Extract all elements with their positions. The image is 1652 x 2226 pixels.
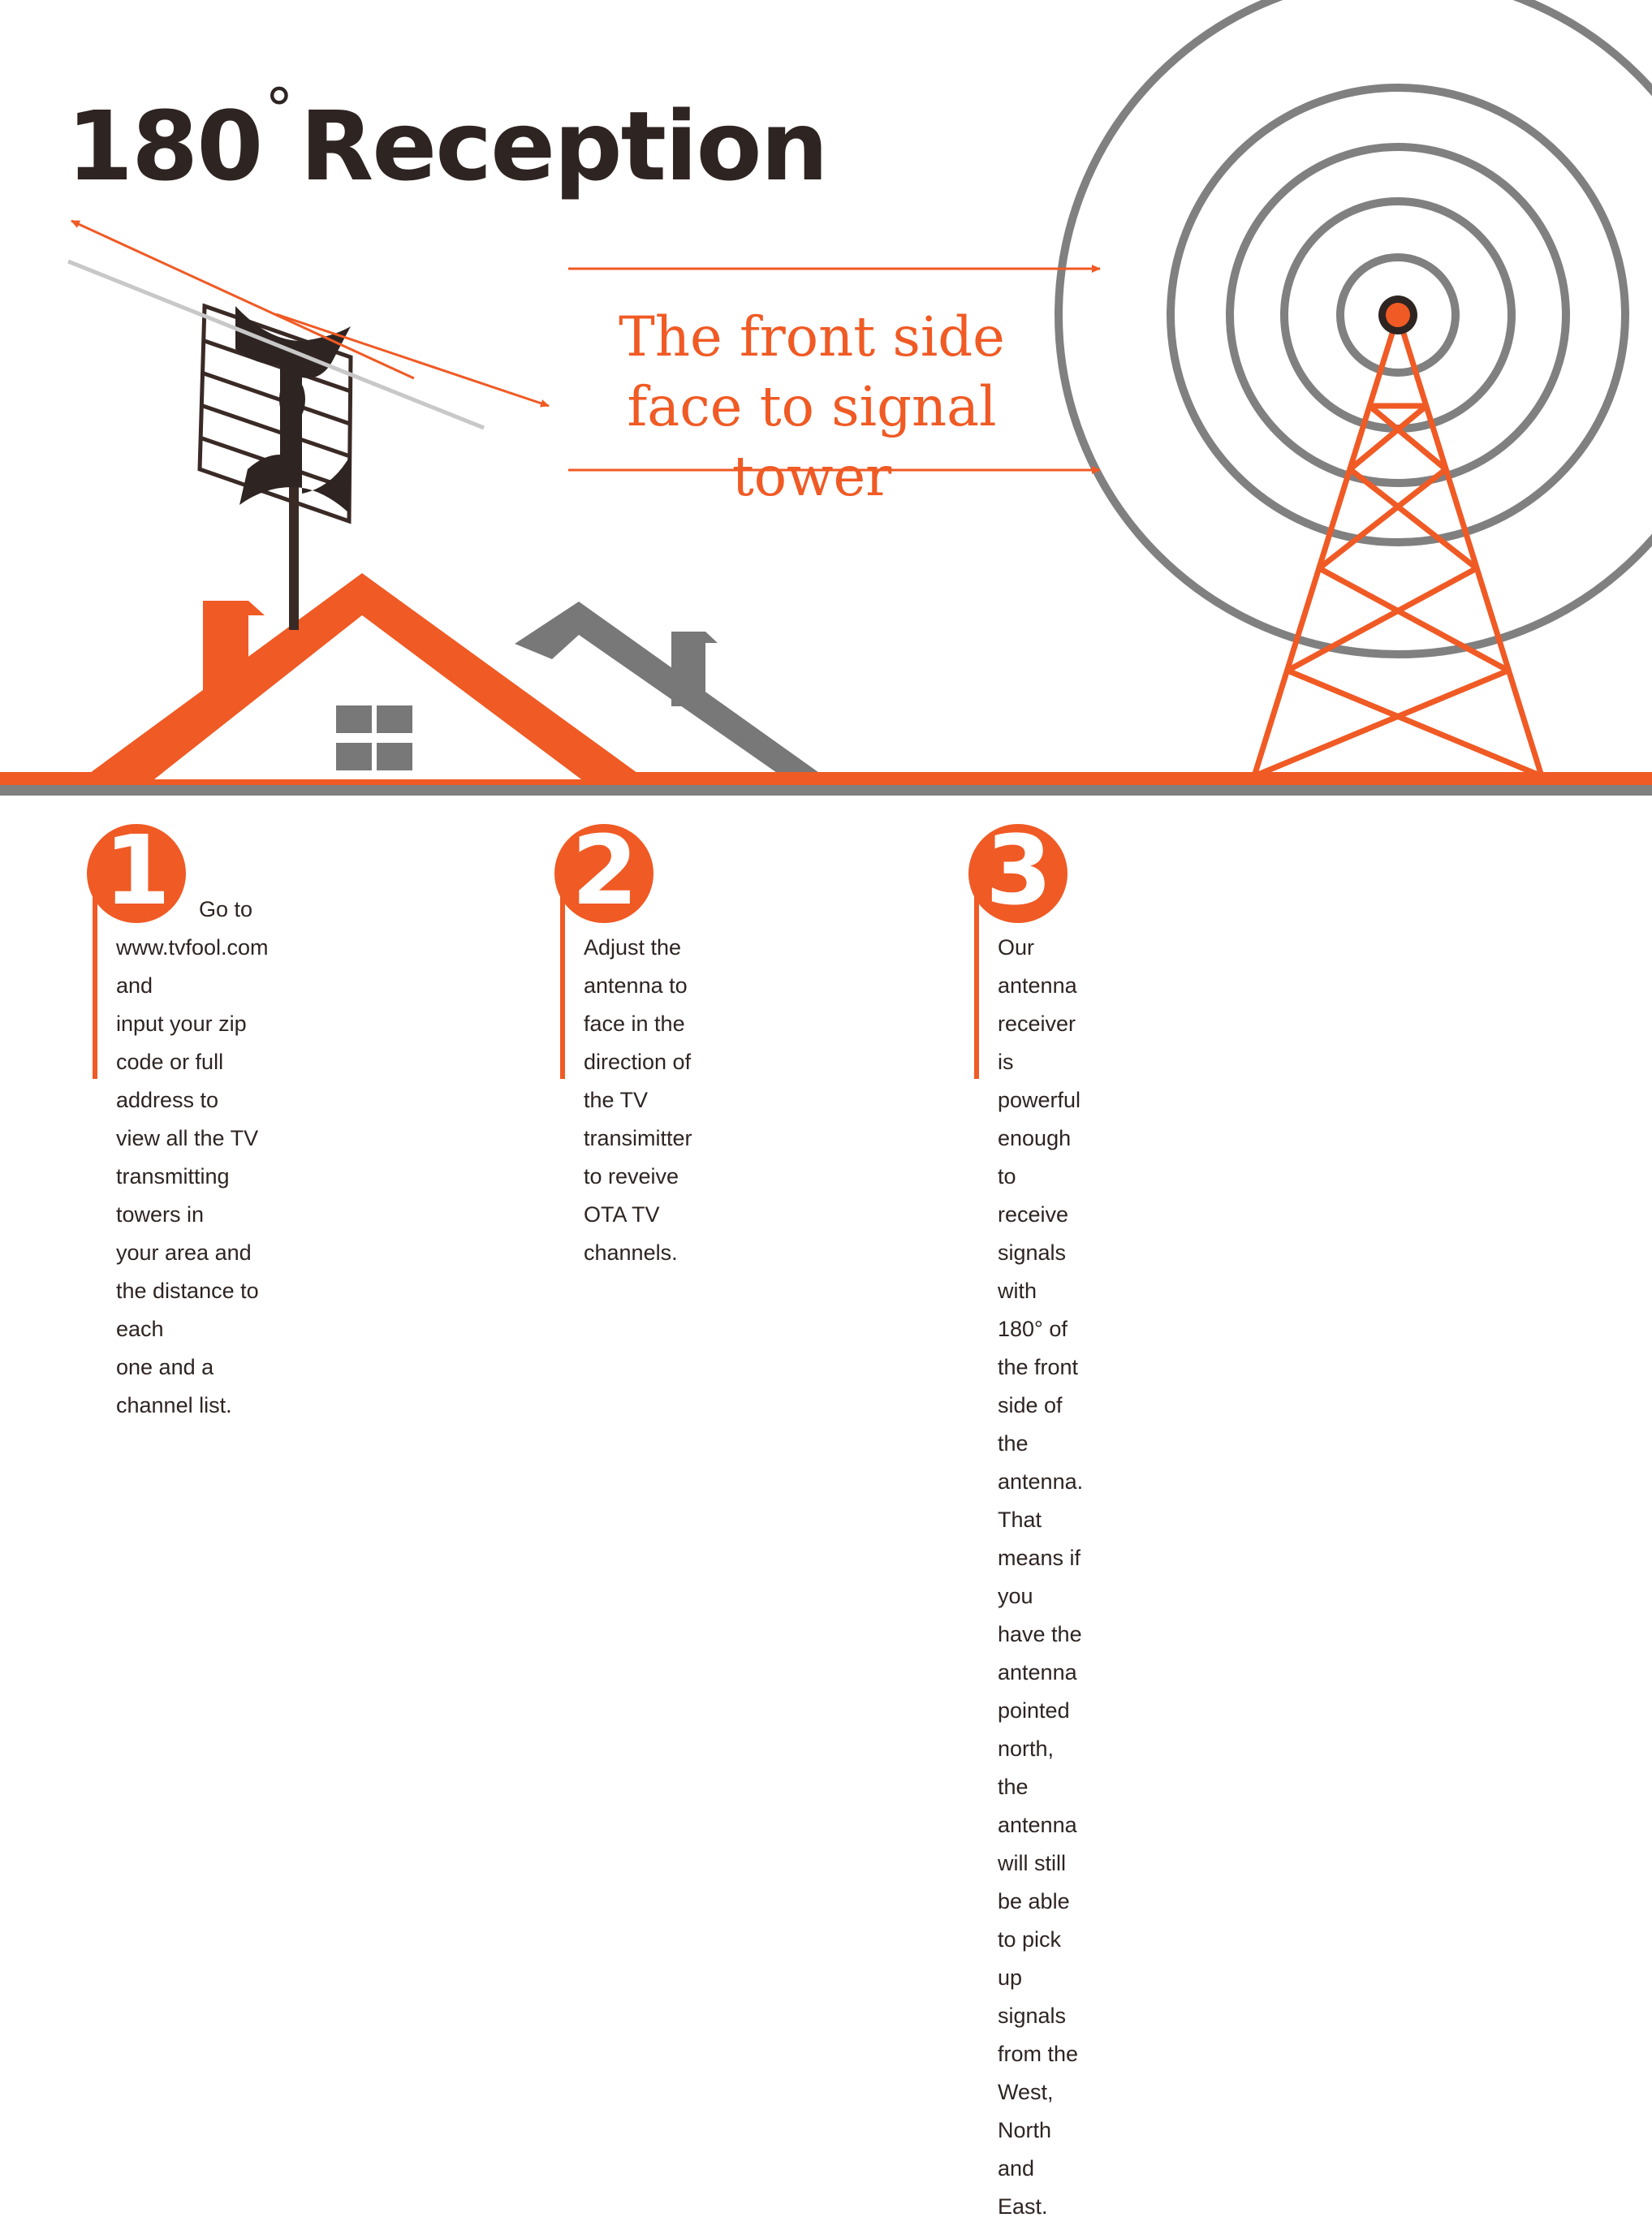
title-degree: ° [265,76,293,143]
sight-line [67,259,485,430]
caption-line-1: The front side [619,305,1005,369]
step-2-number: 2 [571,814,638,926]
coverage-arrow-front [275,313,550,408]
step-1-body: input your zip code or full address to v… [116,1012,259,1417]
window-icon [336,705,412,770]
step-3-body: signals with 180° of the front side of t… [998,1240,1084,2219]
step-1-text: Go to www.tvfool.com and input your zip … [116,891,269,1425]
step-3-lead: Our antenna receiver is powerful enough … [998,935,1081,1227]
page-title: 180°Reception [67,81,829,194]
illustration [0,0,1652,796]
title-word: Reception [300,90,828,202]
step-3-stem [974,894,979,1079]
tower-icon [1251,313,1545,779]
signal-waves-icon [1055,0,1652,658]
step-2-badge [554,824,653,923]
step-2-stem [560,894,565,1079]
caption-line-2: face to signal tower [627,375,997,508]
house-icon [81,573,646,779]
step-1-number: 1 [103,814,170,926]
front-side-caption: The front side face to signal tower [560,302,1063,511]
step-3-text: Our antenna receiver is powerful enough … [998,891,1083,2226]
title-number: 180 [67,90,263,202]
step-2-text: Adjust the antenna to face in the direct… [584,891,692,1272]
antenna-icon [197,303,353,630]
step-2-body: face in the direction of the TV transimi… [584,1012,692,1265]
step-1-stem [93,894,97,1079]
house-icon-gray [515,602,822,774]
tower-beacon-light [1386,303,1410,327]
step-1-lead: Go to www.tvfool.com and [116,897,269,998]
step-1-badge [87,824,186,923]
step-3-number: 3 [985,814,1052,926]
coverage-arrow-back [71,219,415,380]
step-2-lead: Adjust the antenna to [584,935,688,998]
step-3-badge [968,824,1068,923]
